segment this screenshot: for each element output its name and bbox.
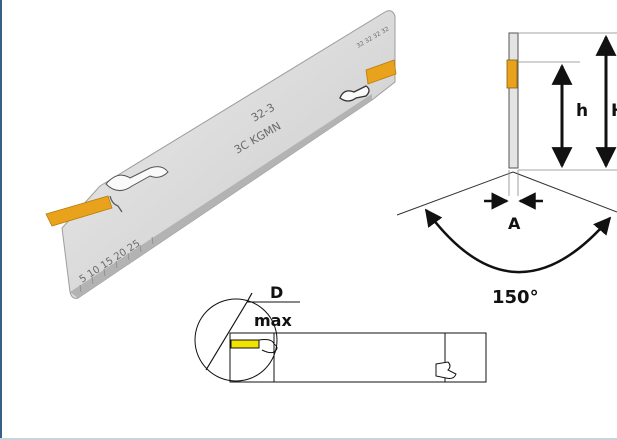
angle-arc — [424, 208, 612, 274]
cut-depth-view: D max — [194, 283, 487, 383]
insert-right — [365, 59, 397, 85]
insert-left — [45, 195, 113, 227]
tool-body-outline — [229, 332, 487, 383]
max-label: max — [254, 311, 292, 330]
blade-3d-view: 5 10 15 20 25 32-3 3C KGMN 32 32 32 32 — [45, 10, 397, 299]
H-label: H — [611, 101, 617, 121]
angle-label: 150° — [492, 287, 539, 308]
blade-slot-left — [105, 166, 169, 191]
blade-scale — [79, 236, 154, 293]
workpiece-circle — [194, 298, 278, 382]
h-label: h — [576, 101, 588, 121]
blade-keyhole-left — [109, 195, 123, 213]
side-insert — [506, 59, 518, 89]
diameter-line — [205, 301, 248, 371]
D-label: D — [270, 283, 283, 302]
cut-insert — [230, 339, 260, 349]
cut-clamp-right — [435, 361, 457, 379]
blade-slot-right — [339, 85, 370, 102]
blade-bottom-edge — [70, 94, 372, 298]
side-view: h H A 150° — [396, 32, 617, 308]
A-label: A — [508, 214, 521, 233]
cut-clamp-left — [258, 339, 278, 354]
blade-side-profile — [508, 32, 519, 169]
